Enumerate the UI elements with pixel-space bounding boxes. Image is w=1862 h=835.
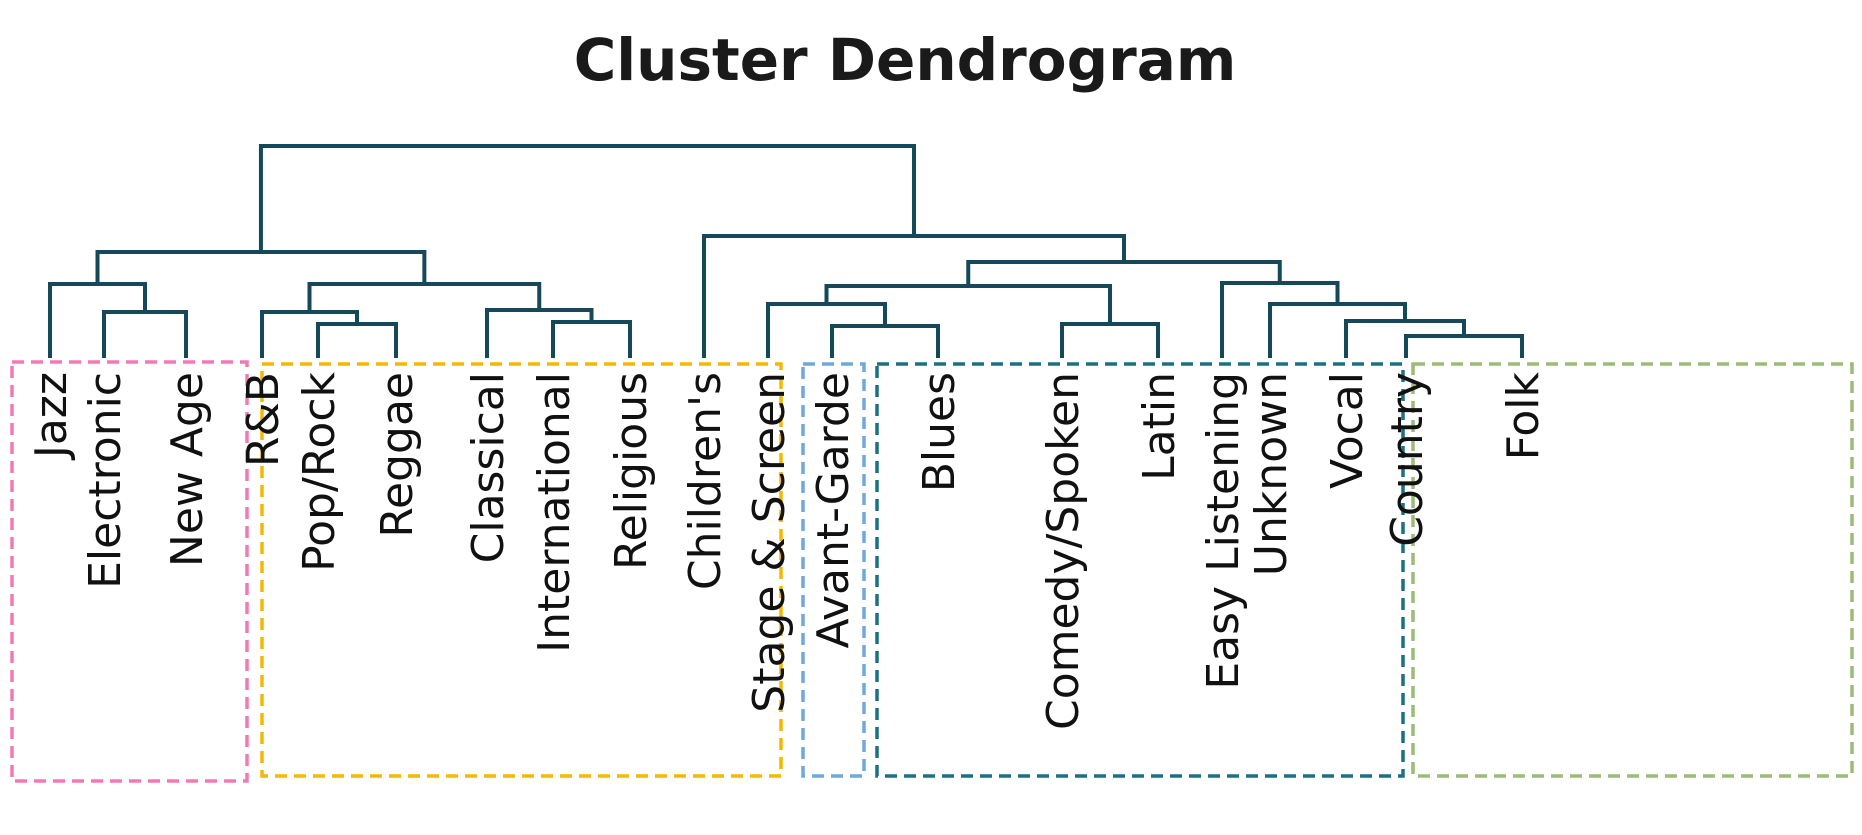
- leaf-label-easy-listening: Easy Listening: [1198, 372, 1249, 690]
- leaf-label-pop-rock: Pop/Rock: [294, 371, 345, 571]
- dendrogram-branch-h: [95, 250, 427, 284]
- leaf-label-new-age: New Age: [162, 372, 213, 567]
- dendrogram-branch-o: [1268, 302, 1407, 358]
- leaf-label-blues: Blues: [914, 372, 965, 492]
- dendrogram-branch-s: [258, 144, 916, 252]
- cluster-groups: [10, 360, 1854, 783]
- leaf-label-unknown: Unknown: [1246, 372, 1297, 576]
- cluster-box-yellow: [260, 362, 783, 778]
- leaf-label-international: International: [529, 372, 580, 653]
- leaf-label-avant-garde: Avant-Garde: [808, 372, 859, 649]
- cluster-box-blue: [801, 362, 866, 778]
- dendrogram-branch-c: [316, 322, 398, 358]
- cluster-box-teal: [875, 362, 1405, 778]
- leaf-label-comedy-spoken: Comedy/Spoken: [1038, 372, 1089, 730]
- dendrogram-branch-a: [102, 310, 188, 358]
- cluster-box-green: [1411, 362, 1854, 778]
- dendrogram-branch-k: [1060, 322, 1160, 358]
- dendrogram-branch-e: [551, 320, 632, 358]
- leaf-label-reggae: Reggae: [372, 372, 423, 538]
- dendrogram-branch-b: [48, 282, 147, 358]
- dendrogram-branch-i: [830, 324, 940, 358]
- leaf-label-vocal: Vocal: [1322, 372, 1373, 489]
- dendrogram-branch-g: [307, 282, 542, 312]
- dendrogram-branch-d: [260, 310, 359, 358]
- leaf-label-country: Country: [1382, 372, 1433, 547]
- leaf-label-children-s: Children's: [680, 372, 731, 590]
- chart-title: Cluster Dendrogram: [574, 26, 1237, 94]
- leaf-label-r-b: R&B: [238, 372, 289, 467]
- dendrogram-branch-m: [1404, 334, 1524, 358]
- leaf-label-religious: Religious: [606, 372, 657, 570]
- leaf-label-folk: Folk: [1498, 371, 1549, 460]
- dendrogram-branches: [48, 144, 1524, 358]
- leaf-label-jazz: Jazz: [26, 372, 77, 461]
- leaf-label-classical: Classical: [463, 372, 514, 563]
- dendrogram-branch-j: [766, 302, 887, 358]
- leaf-label-stage-screen: Stage & Screen: [744, 372, 795, 713]
- leaf-label-latin: Latin: [1134, 372, 1185, 481]
- dendrogram-branch-p: [1220, 281, 1340, 358]
- cluster-box-pink: [10, 360, 249, 783]
- leaf-label-electronic: Electronic: [80, 372, 131, 589]
- dendrogram-branch-f: [485, 308, 594, 358]
